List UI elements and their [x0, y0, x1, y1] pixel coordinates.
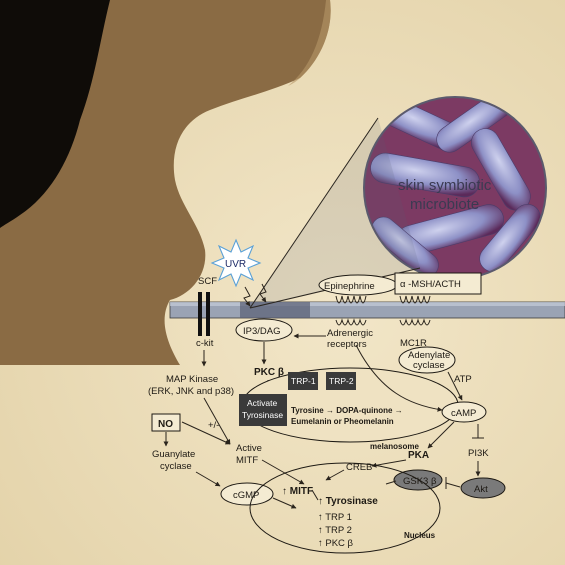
nucleus-oval — [249, 462, 441, 554]
microbiote-label-line1: skin symbiotic — [398, 177, 492, 194]
ip3dag-label: IP3/DAG — [243, 326, 281, 337]
adrenergic-label-line2: receptors — [327, 339, 367, 350]
trp2-box — [326, 372, 356, 390]
mc1r-receptor-coil — [399, 295, 431, 326]
reaction-label-line1: Tyrosine → DOPA-quinone → — [291, 406, 403, 415]
uv-ray-1 — [243, 286, 251, 307]
arrow-adenylate-camp — [447, 371, 463, 401]
uv-ray-2 — [259, 283, 267, 303]
scf-label: SCF — [198, 276, 217, 287]
gsk3b-oval — [393, 469, 443, 491]
sun-icon — [210, 238, 262, 288]
nucleus-trp2: ↑ TRP 2 — [318, 525, 352, 536]
arrow-pka-creb — [371, 459, 407, 468]
plus-minus-label: +/- — [208, 420, 219, 431]
creb-label: CREB — [346, 462, 372, 473]
active-mitf-label-line1: Active — [236, 443, 262, 454]
nucleus-mitf-link — [311, 489, 319, 501]
akt-label: Akt — [474, 484, 488, 495]
ckit-receptor-bar-2 — [206, 292, 210, 336]
arrow-guanylate-cgmp — [195, 471, 221, 487]
arrow-active-mitf-nucleus — [261, 459, 305, 485]
activate-tyrosinase-box — [239, 394, 287, 426]
no-box — [151, 413, 181, 432]
trp1-box — [288, 372, 318, 390]
inhibit-gsk-nucleus — [385, 480, 397, 485]
ckit-receptor-bar-1 — [198, 292, 202, 336]
nucleus-trp1: ↑ TRP 1 — [318, 512, 352, 523]
torn-edge-light — [288, 0, 331, 86]
map-kinase-label-line1: MAP Kinase — [166, 374, 218, 385]
membrane-highlight — [170, 302, 565, 306]
guanylate-label-line2: cyclase — [160, 461, 192, 472]
arrow-cgmp-nucleus — [272, 497, 297, 509]
arrow-camp-pka — [427, 421, 455, 449]
arrow-no-active-mitf — [181, 421, 231, 445]
adenylate-cyclase-oval — [398, 346, 456, 374]
uvr-label: UVR — [225, 259, 246, 270]
dark-shadow-region — [0, 0, 110, 228]
adrenergic-receptor-coil — [335, 295, 367, 326]
trp2-label: TRP-2 — [329, 376, 354, 386]
camp-label: cAMP — [451, 408, 476, 419]
active-mitf-label-line2: MITF — [236, 455, 258, 466]
adenylate-label-line2: cyclase — [413, 360, 445, 371]
microbiote-label-line2: microbiote — [410, 196, 479, 213]
nucleus-tyrosinase: ↑ Tyrosinase — [318, 496, 378, 507]
adenylate-label-line1: Adenylate — [408, 350, 450, 361]
epinephrine-label: Epinephrine — [324, 281, 375, 292]
adrenergic-label-line1: Adrenergic — [327, 328, 373, 339]
nucleus-mitf: ↑ MITF — [282, 486, 313, 497]
inhibit-akt-gsk — [445, 482, 461, 488]
pi3k-label: PI3K — [468, 448, 489, 459]
mc1r-label: MC1R — [400, 338, 427, 349]
nucleus-label: Nucleus — [404, 531, 436, 540]
cgmp-label: cGMP — [233, 490, 259, 501]
guanylate-label-line1: Guanylate — [152, 449, 195, 460]
arrow-adrenergic-camp — [355, 344, 443, 412]
activate-label-line2: Tyrosinase — [242, 410, 283, 420]
nucleus-pkcb: ↑ PKC β — [318, 538, 354, 549]
melanosome-label: melanosome — [370, 442, 419, 451]
reaction-label-line2: Eumelanin or Pheomelanin — [291, 417, 394, 426]
microbiote-image — [363, 96, 547, 280]
msh-label: α -MSH/ACTH — [400, 279, 461, 290]
ckit-label: c-kit — [196, 338, 214, 349]
pka-label: PKA — [408, 450, 429, 461]
akt-oval — [460, 477, 506, 499]
arrow-map-active-mitf — [203, 397, 231, 445]
no-label: NO — [158, 419, 173, 430]
trp1-label: TRP-1 — [291, 376, 316, 386]
ip3dag-oval — [235, 318, 293, 342]
activate-label-line1: Activate — [247, 398, 278, 408]
zoom-cone-fill — [250, 118, 420, 308]
camp-oval — [441, 401, 487, 423]
atp-label: ATP — [454, 374, 472, 385]
msh-box — [394, 272, 482, 295]
pkcb-label: PKC β — [254, 367, 284, 378]
gsk3b-label: GSK3 β — [403, 476, 437, 487]
arrow-creb-mitf — [325, 469, 345, 481]
map-kinase-label-line2: (ERK, JNK and p38) — [148, 386, 234, 397]
membrane-dark-band — [240, 302, 310, 318]
